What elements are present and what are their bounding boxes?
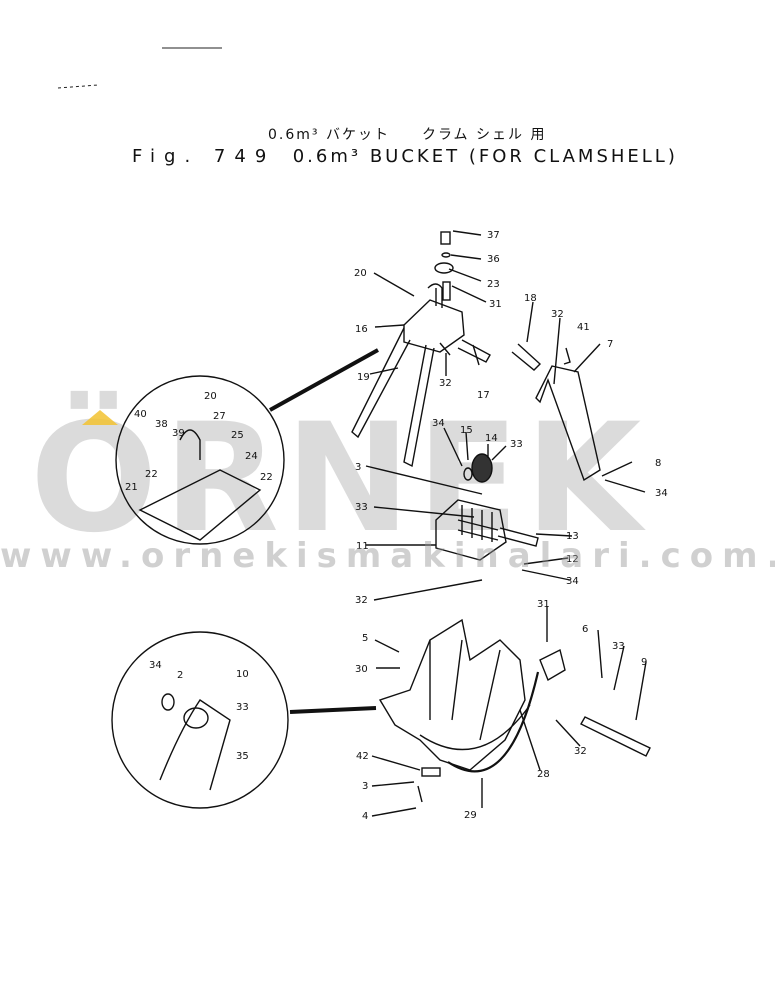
callout-40: 40 [134,409,147,420]
callout-13: 13 [566,531,579,542]
watermark-accent [82,410,118,425]
callout-33d: 33 [236,702,249,713]
callout-31b: 31 [537,599,550,610]
callout-21: 21 [125,482,138,493]
callout-23: 23 [487,279,500,290]
callout-42: 42 [356,751,369,762]
callout-37: 37 [487,230,500,241]
callout-34b: 34 [655,488,668,499]
callout-12: 12 [566,554,579,565]
callout-33b: 33 [355,502,368,513]
callout-34c: 34 [566,576,579,587]
callout-7: 7 [607,339,613,350]
callout-36: 36 [487,254,500,265]
callout-32c: 32 [355,595,368,606]
callout-2: 2 [177,670,183,681]
callout-39: 39 [172,428,185,439]
callout-34: 34 [432,418,445,429]
callout-34d: 34 [149,660,162,671]
callout-29: 29 [464,810,477,821]
callout-30: 30 [355,664,368,675]
callout-24: 24 [245,451,258,462]
callout-32d: 32 [574,746,587,757]
callout-41: 41 [577,322,590,333]
callout-32b: 32 [439,378,452,389]
callout-17: 17 [477,390,490,401]
detail-upper-labels: 40 38 39 20 27 25 24 22 21 22 [125,391,273,493]
callout-3b: 3 [362,781,368,792]
callout-31: 31 [489,299,502,310]
callout-9: 9 [641,657,647,668]
figure-title-english: Fig. 749 0.6m³ BUCKET (FOR CLAMSHELL) [132,146,678,167]
callout-20: 20 [354,268,367,279]
callout-33: 33 [510,439,523,450]
callout-6: 6 [582,624,588,635]
callout-28: 28 [537,769,550,780]
callout-38: 38 [155,419,168,430]
detail-lower-labels: 34 2 10 33 35 [149,660,249,762]
callout-4: 4 [362,811,368,822]
figure-title-japanese: 0.6m³ バケット クラム シェル 用 [268,127,547,143]
callout-20b: 20 [204,391,217,402]
callout-25: 25 [231,430,244,441]
callout-5: 5 [362,633,368,644]
watermark-logo: ÖRNEK [30,390,647,566]
callout-35: 35 [236,751,249,762]
callout-labels: 37 36 23 20 31 18 32 41 7 16 19 32 17 34… [354,230,668,822]
figure-name: 0.6m³ BUCKET (FOR CLAMSHELL) [292,146,678,167]
callout-8: 8 [655,458,661,469]
callout-10: 10 [236,669,249,680]
callout-19: 19 [357,372,370,383]
watermark-url: www.ornekismakinalari.com.tr [0,536,775,576]
callout-32: 32 [551,309,564,320]
callout-33c: 33 [612,641,625,652]
callout-15: 15 [460,425,473,436]
figure-number: Fig. 749 [132,146,276,167]
callout-3: 3 [355,462,361,473]
callout-22b: 22 [260,472,273,483]
callout-27: 27 [213,411,226,422]
callout-16: 16 [355,324,368,335]
callout-11: 11 [356,541,369,552]
callout-14: 14 [485,433,498,444]
callout-22: 22 [145,469,158,480]
callout-18: 18 [524,293,537,304]
